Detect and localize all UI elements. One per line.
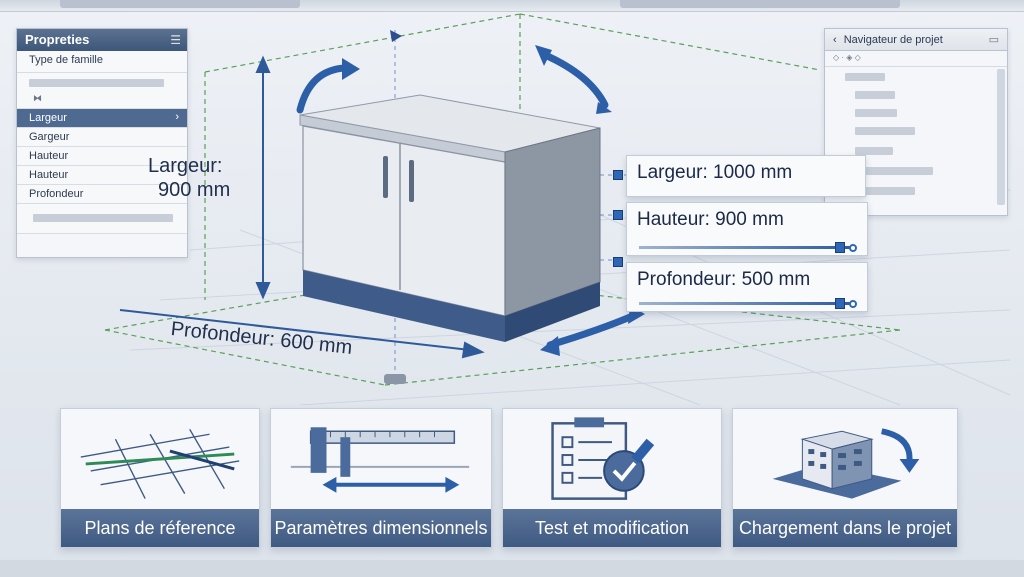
card-plans-de-reference[interactable]: Plans de réference xyxy=(60,408,260,548)
card-caption: Paramètres dimensionnels xyxy=(271,509,491,547)
parameter-card-largeur[interactable]: Largeur: 1000 mm xyxy=(626,155,866,197)
profondeur-slider-knob[interactable] xyxy=(835,298,845,309)
property-label: Profondeur xyxy=(29,188,83,200)
property-row-largeur[interactable]: Largeur › xyxy=(17,109,187,128)
tree-item[interactable] xyxy=(855,91,895,99)
navigator-toolbar: ◇ · ◈ ◇ xyxy=(825,51,1007,67)
card-chargement-dans-le-projet[interactable]: Chargement dans le projet xyxy=(732,408,958,548)
family-type-label: Type de famille xyxy=(17,51,187,73)
reference-planes-icon xyxy=(61,409,259,509)
chevron-right-icon: › xyxy=(175,111,179,123)
building-load-icon xyxy=(733,409,957,509)
placeholder-bar xyxy=(33,214,173,222)
tree-item[interactable] xyxy=(855,147,893,155)
family-type-text: Type de famille xyxy=(29,54,103,66)
cabinet-model xyxy=(300,95,600,342)
bottom-band xyxy=(0,560,1024,577)
largeur-label-text: Largeur: xyxy=(148,155,230,177)
tree-item[interactable] xyxy=(855,167,933,175)
properties-panel-header: Propreties ☰ xyxy=(17,29,187,51)
parameter-card-hauteur[interactable]: Hauteur: 900 mm xyxy=(626,202,868,256)
parameter-largeur-text: Largeur: 1000 mm xyxy=(637,162,792,183)
property-label: Gargeur xyxy=(29,131,69,143)
placeholder-bar xyxy=(29,79,164,87)
parameter-hauteur-text: Hauteur: 900 mm xyxy=(637,209,784,230)
menu-icon[interactable]: ☰ xyxy=(170,33,181,47)
parameter-card-profondeur[interactable]: Profondeur: 500 mm xyxy=(626,262,868,312)
grip-handle xyxy=(384,374,406,384)
bowtie-icon: ⧓ xyxy=(33,93,42,104)
collapse-icon[interactable]: ▭ xyxy=(989,33,999,46)
anchor-handle[interactable] xyxy=(613,170,623,180)
property-label: Hauteur xyxy=(29,150,68,162)
anchor-handle[interactable] xyxy=(613,257,623,267)
property-label: Largeur xyxy=(29,112,67,124)
project-navigator-title: Navigateur de projet xyxy=(844,34,943,46)
card-caption: Chargement dans le projet xyxy=(733,509,957,547)
anchor-handle[interactable] xyxy=(613,210,623,220)
largeur-value-text: 900 mm xyxy=(148,179,230,201)
tree-item[interactable] xyxy=(855,127,915,135)
slider-end-icon xyxy=(849,300,857,308)
parameter-profondeur-text: Profondeur: 500 mm xyxy=(637,269,810,290)
caliper-icon xyxy=(271,409,491,509)
checklist-icon xyxy=(503,409,721,509)
property-label: Hauteur xyxy=(29,169,68,181)
largeur-dimension-label: Largeur: 900 mm xyxy=(148,155,230,201)
property-value-field[interactable] xyxy=(17,204,187,234)
properties-panel: Propreties ☰ Type de famille ⧓ Largeur ›… xyxy=(16,28,188,258)
tree-item[interactable] xyxy=(855,109,897,117)
chevron-left-icon[interactable]: ‹ xyxy=(833,34,837,46)
hauteur-slider-knob[interactable] xyxy=(835,242,845,253)
hauteur-slider-track[interactable] xyxy=(639,246,851,249)
card-caption: Test et modification xyxy=(503,509,721,547)
project-navigator-header: ‹ Navigateur de projet ▭ xyxy=(825,29,1007,51)
scrollbar[interactable] xyxy=(997,69,1005,205)
properties-panel-title: Propreties xyxy=(25,32,89,47)
profondeur-slider-track[interactable] xyxy=(639,302,851,305)
family-type-selector[interactable]: ⧓ xyxy=(17,73,187,109)
slider-end-icon xyxy=(849,244,857,252)
tree-item[interactable] xyxy=(845,73,885,81)
card-caption: Plans de réference xyxy=(61,509,259,547)
card-test-et-modification[interactable]: Test et modification xyxy=(502,408,722,548)
property-row-gargeur[interactable]: Gargeur xyxy=(17,128,187,147)
card-parametres-dimensionnels[interactable]: Paramètres dimensionnels xyxy=(270,408,492,548)
